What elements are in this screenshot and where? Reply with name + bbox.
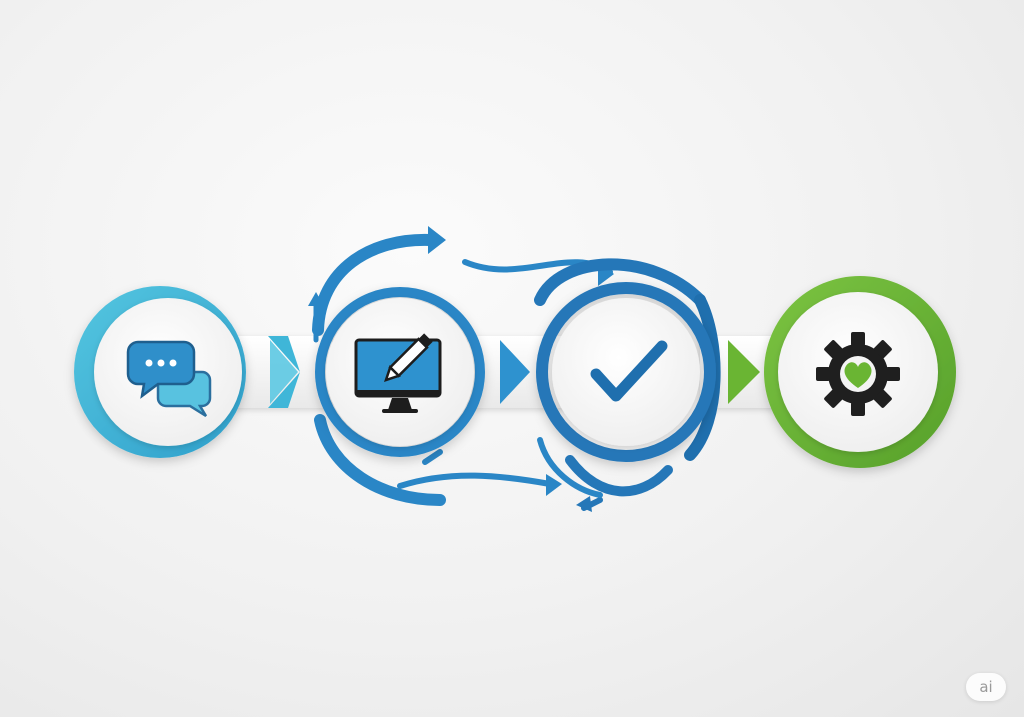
gear-tooth [851,402,865,416]
watermark-badge: ai [966,673,1006,701]
checkmark-icon [590,340,668,402]
gear-tooth [873,340,892,359]
gear-tooth [824,340,843,359]
step-3-disc [552,298,700,446]
connector-arrow-1 [268,336,300,408]
gear-tooth [873,389,892,408]
monitor-pencil-icon [354,333,442,413]
connector-arrow-2 [500,340,530,404]
connector-arrow-3 [728,340,760,404]
gear-tooth [886,367,900,381]
chat-bubbles-icon [126,340,212,418]
step-3-verify [536,282,716,462]
gear-tooth [816,367,830,381]
step-1-communicate [74,286,246,458]
step-2-ring [315,287,485,457]
step-2-design [315,287,485,457]
gear-tooth [824,389,843,408]
step-3-ring [536,282,716,462]
gear-tooth [851,332,865,346]
gear-heart-icon [816,332,900,416]
step-4-maintain [764,276,956,468]
